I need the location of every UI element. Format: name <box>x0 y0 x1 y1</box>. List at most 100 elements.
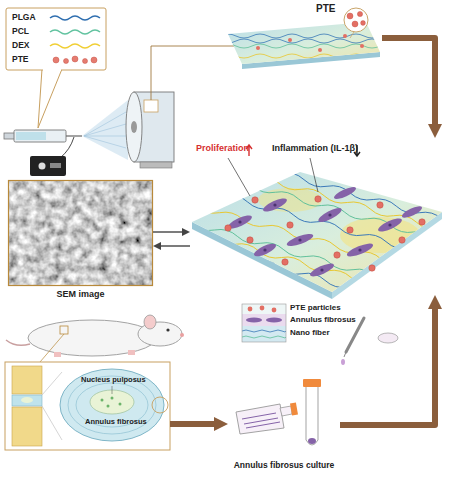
culture-vessels <box>236 318 398 445</box>
syringe-needle <box>66 135 82 136</box>
syringe-barrel <box>14 130 66 142</box>
cell-dot <box>119 403 122 406</box>
cell-dot <box>107 405 110 408</box>
inset-frame <box>242 304 286 342</box>
label-leader <box>112 386 113 394</box>
membrane-fibers <box>220 34 380 58</box>
pte-dot <box>347 227 353 233</box>
node-text: Proliferation <box>196 144 249 154</box>
flask-neck <box>280 406 292 416</box>
power-dial <box>39 163 46 170</box>
pte-dot <box>360 44 364 48</box>
pte-dot <box>64 59 69 64</box>
spine-marker <box>60 326 68 334</box>
node-text: Annulus fibrosus <box>290 316 356 325</box>
legend-box <box>6 8 106 128</box>
legend-frame <box>6 8 106 70</box>
nucleus <box>273 203 276 206</box>
spray-jets <box>84 112 126 148</box>
pte-dot <box>282 259 288 265</box>
drum-axle <box>131 121 137 133</box>
pte-dot <box>315 196 321 202</box>
relation-arrow <box>153 231 182 232</box>
dex-fiber <box>220 54 380 58</box>
pte-particles <box>225 196 425 271</box>
cell-nuclei <box>238 203 391 271</box>
drum-stand <box>140 162 172 168</box>
annulus-ring <box>60 369 164 441</box>
pte-dot <box>83 59 88 64</box>
process-arrow <box>170 421 214 427</box>
centrifuge-tube <box>306 386 318 445</box>
pte-dot <box>377 202 383 208</box>
nucleus <box>358 248 361 251</box>
disc-inset <box>5 362 170 450</box>
plga-fiber <box>188 144 443 223</box>
node-text: Inflammation (IL-1β) <box>272 144 358 154</box>
cell <box>252 241 277 258</box>
pte-particle-sample <box>53 56 97 64</box>
culture-flask <box>236 404 284 434</box>
node-text: PTE <box>316 3 335 14</box>
plga-fiber <box>220 34 380 38</box>
zoom-leader <box>350 32 354 38</box>
node-text: Annulus fibrosus <box>85 418 147 426</box>
lamella <box>76 383 148 427</box>
nucleus <box>320 268 323 271</box>
pte-dot <box>347 13 353 19</box>
cell-dot <box>111 397 114 400</box>
fiber-layer <box>242 326 286 342</box>
drum-end <box>126 92 142 162</box>
node-text: PTE particles <box>290 304 341 313</box>
pcl-fiber-sample <box>50 30 100 34</box>
pte-dot <box>256 46 260 50</box>
sem-frame <box>9 181 153 286</box>
tube-cap <box>303 379 321 387</box>
sem-texture <box>9 181 152 285</box>
cell <box>285 231 314 248</box>
flask-cap <box>290 403 298 416</box>
node-text: Annulus fibrosus culture <box>222 461 346 470</box>
effect-leader <box>228 158 250 196</box>
vertebra <box>12 366 42 394</box>
cell <box>317 205 344 224</box>
sem-micrograph <box>9 181 153 286</box>
rat-body <box>28 320 156 356</box>
cell <box>308 261 335 279</box>
nucleus <box>298 238 301 241</box>
dex-fiber <box>165 222 420 301</box>
annulus-cells <box>227 185 424 279</box>
dex-fiber-sample <box>50 44 100 48</box>
dex-fiber <box>173 197 428 276</box>
cell <box>346 241 375 259</box>
pte-dot <box>53 57 59 63</box>
cell <box>401 204 424 220</box>
pte-dot <box>287 222 293 228</box>
rat-foot <box>54 352 61 357</box>
effect-leader <box>310 158 318 192</box>
pte-dot <box>252 197 258 203</box>
sem-image-box: SEM image <box>8 180 153 305</box>
particle-layer <box>242 304 286 314</box>
cell-pellet <box>308 438 316 444</box>
syringe-solution <box>16 132 46 140</box>
culture-step: Annulus fibrosus culture <box>228 375 340 475</box>
dex-fiber <box>185 153 440 232</box>
pipette-tip <box>344 352 346 357</box>
rat-eye <box>166 328 169 331</box>
relation-arrow <box>161 245 190 246</box>
flask-cells <box>242 413 280 428</box>
fiber <box>242 336 286 338</box>
legend-label: PLGA <box>12 12 36 22</box>
cell <box>262 196 289 214</box>
pte-dot <box>334 252 340 258</box>
pcl-fiber <box>168 214 423 293</box>
pte-dot <box>248 307 253 312</box>
cell-suspension <box>378 333 398 343</box>
pte-dot <box>318 48 322 52</box>
pte-dot <box>419 219 425 225</box>
power-display <box>50 163 61 168</box>
